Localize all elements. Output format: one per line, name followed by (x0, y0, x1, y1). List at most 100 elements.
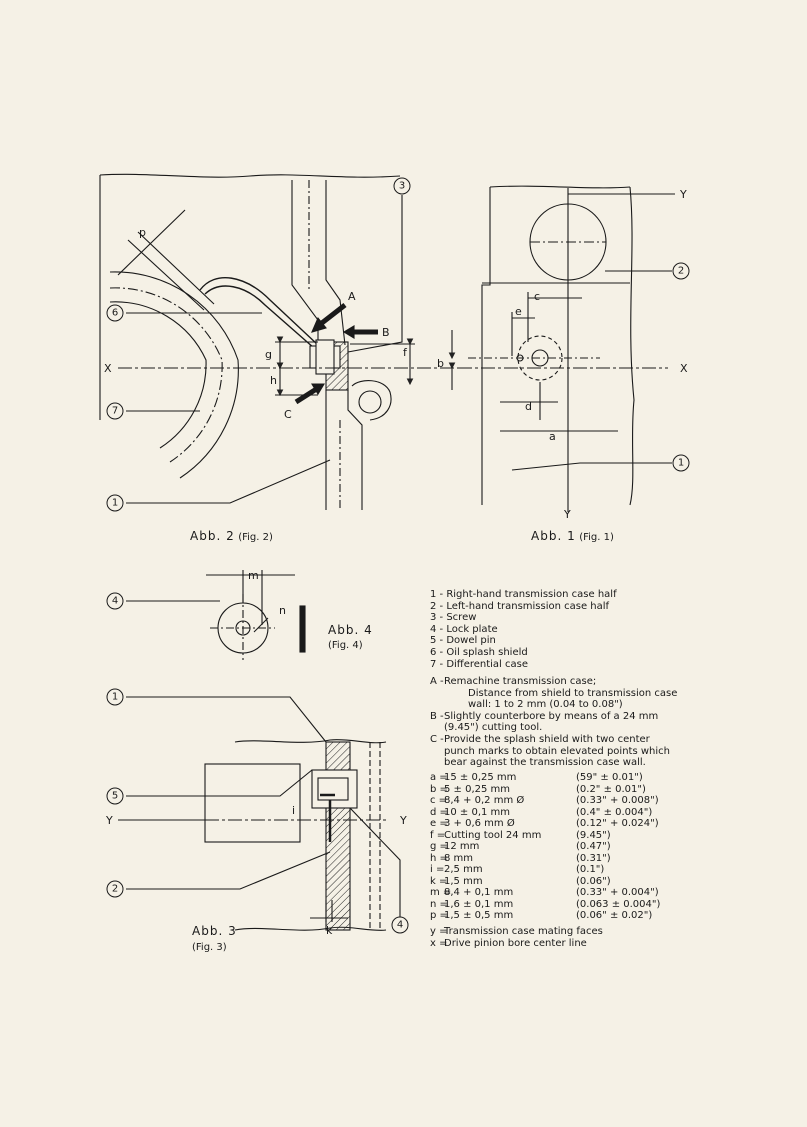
label-x-fig2: X (104, 362, 112, 375)
callout-6: 6 (112, 308, 118, 319)
definition-row: x =Drive pinion bore center line (430, 938, 603, 950)
dim-key: p = (430, 910, 448, 921)
parts-legend: 1 - Right-hand transmission case half 2 … (430, 589, 680, 670)
callout-2-fig3: 2 (112, 884, 118, 895)
callout-2-circle-fig3 (106, 880, 124, 898)
fig4-caption-main: Abb. 4 (328, 623, 373, 637)
legend-item: 6 - Oil splash shield (430, 646, 528, 658)
label-dim-i: i (292, 804, 295, 817)
label-dim-m: m (248, 569, 259, 582)
legend-item: 1 - Right-hand transmission case half (430, 589, 617, 600)
label-y-fig3-right: Y (399, 814, 407, 827)
dim-metric: 10 ± 0,1 mm (444, 806, 511, 818)
note-key: C - (430, 733, 444, 745)
fig4-caption-sub: (Fig. 4) (328, 640, 363, 651)
callouts (106, 177, 690, 934)
dim-key: b = (430, 783, 448, 795)
callout-5-circle (106, 787, 124, 805)
label-dim-d: d (525, 400, 532, 413)
callout-4: 4 (112, 596, 118, 607)
note-b: B - Slightly counterbore by means of a 2… (430, 711, 680, 734)
dim-imperial: (0.33" + 0.004") (576, 887, 659, 898)
def-text: Drive pinion bore center line (444, 937, 587, 949)
dim-imperial: (0.06" ± 0.02") (576, 910, 653, 921)
callout-1-circle-fig3 (106, 688, 124, 706)
fig4-drawing (126, 570, 306, 660)
legend-item: 3 - Screw (430, 612, 477, 624)
dim-metric: 3 + 0,6 mm Ø (444, 818, 515, 829)
note-c: C - Provide the splash shield with two c… (430, 734, 680, 769)
fig3-caption-sub: (Fig. 3) (192, 942, 227, 953)
callout-4-fig3: 4 (397, 920, 403, 931)
dimension-row: h = 8 mm (0.31") (430, 853, 686, 865)
callout-2-fig1: 2 (678, 266, 684, 277)
dim-metric: 5 ± 0,25 mm (444, 783, 511, 795)
callout-2-circle-fig1 (672, 262, 690, 280)
notes-list: A - Remachine transmission case; Distanc… (430, 676, 680, 769)
fig3-caption-main: Abb. 3 (192, 924, 237, 938)
callout-7: 7 (112, 406, 118, 417)
dim-imperial: (0.31") (576, 852, 611, 864)
dimension-row: n =1,6 ± 0,1 mm(0.063 ± 0.004") (430, 899, 686, 911)
label-dim-g: g (265, 348, 272, 361)
dim-imperial: (0.4" ± 0.004") (576, 806, 653, 818)
callout-3-circle (393, 177, 411, 195)
label-x-fig1: X (680, 362, 688, 375)
dim-metric: 1,6 ± 0,1 mm (444, 898, 514, 910)
fig1-caption: Abb. 1 (Fig. 1) (531, 529, 614, 543)
dim-key: h = (430, 852, 448, 864)
legend-item: 4 - Lock plate (430, 623, 498, 635)
callout-1-circle-fig1 (672, 454, 690, 472)
dim-imperial: (0.12" + 0.024") (576, 818, 659, 829)
callout-4-circle-fig3 (391, 916, 409, 934)
fig1-drawing (448, 185, 675, 512)
dimension-row: a =15 ± 0,25 mm (59" ± 0.01") (430, 772, 686, 784)
definitions-list: y =Transmission case mating faces x =Dri… (430, 926, 603, 949)
fig1-caption-sub: (Fig. 1) (579, 532, 614, 543)
note-key: A - (430, 676, 444, 687)
def-text: Transmission case mating faces (444, 926, 603, 937)
dim-metric: 8 mm (444, 852, 474, 864)
note-text: Remachine transmission case; (444, 676, 597, 687)
dim-key: m = (430, 887, 452, 898)
label-arrow-b: B (382, 326, 390, 339)
note-key: B - (430, 710, 444, 722)
fig3-drawing (118, 696, 401, 931)
label-dim-e: e (515, 305, 522, 318)
dim-metric: 15 ± 0,25 mm (444, 772, 517, 783)
dim-imperial: (0.063 ± 0.004") (576, 898, 661, 910)
note-a: A - Remachine transmission case; Distanc… (430, 676, 680, 711)
callout-7-circle (106, 402, 124, 420)
dimension-row: c = 8,4 + 0,2 mm Ø(0.33" + 0.008") (430, 795, 686, 807)
dim-metric: 1,5 ± 0,5 mm (444, 910, 514, 921)
label-y-fig3-left: Y (105, 814, 113, 827)
dimension-row: k = 1,5 mm(0.06") (430, 876, 686, 888)
dimension-row: f =Cutting tool 24 mm(9.45") (430, 830, 686, 842)
dim-metric: 8,4 + 0,1 mm (444, 887, 514, 898)
label-dim-a: a (549, 430, 556, 443)
dim-imperial: (9.45") (576, 829, 611, 841)
dimension-row: p =1,5 ± 0,5 mm (0.06" ± 0.02") (430, 910, 686, 922)
label-dim-c: c (534, 290, 540, 303)
dimension-row: b = 5 ± 0,25 mm(0.2" ± 0.01") (430, 784, 686, 796)
dim-key: a = (430, 772, 448, 783)
dim-imperial: (0.33" + 0.008") (576, 795, 659, 806)
def-key: x = (430, 937, 448, 949)
dim-key: i = (430, 864, 445, 875)
dimensions-table: a =15 ± 0,25 mm (59" ± 0.01") b = 5 ± 0,2… (430, 772, 686, 922)
note-subtext: Distance from shield to transmission cas… (468, 687, 678, 711)
fig3-caption: Abb. 3 (Fig. 3) (192, 924, 237, 953)
callout-1-fig1: 1 (678, 458, 684, 469)
label-dim-h: h (270, 374, 277, 387)
label-dim-n: n (279, 604, 286, 617)
dimension-row: e = 3 + 0,6 mm Ø (0.12" + 0.024") (430, 818, 686, 830)
dim-metric: 12 mm (444, 841, 480, 852)
dim-metric: 2,5 mm (444, 864, 483, 875)
dim-imperial: (0.1") (576, 864, 605, 875)
dim-imperial: (59" ± 0.01") (576, 772, 643, 783)
label-y-fig1-top: Y (679, 188, 687, 201)
dim-imperial: (0.47") (576, 841, 611, 852)
dimension-row: m =8,4 + 0,1 mm (0.33" + 0.004") (430, 887, 686, 899)
dim-key: e = (430, 818, 448, 829)
